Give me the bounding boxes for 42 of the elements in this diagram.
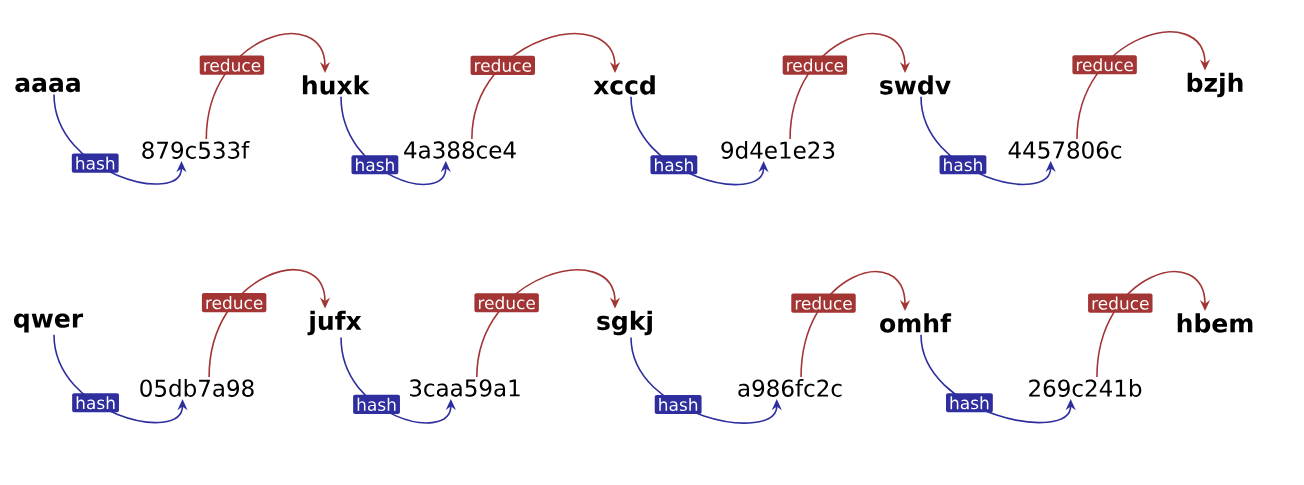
plaintext-word: xccd [593, 75, 655, 95]
edge-label: reduce [199, 55, 265, 75]
edge-label: hash [353, 394, 400, 414]
hash-value: a986fc2c [738, 379, 842, 397]
plaintext-word: aaaa [15, 77, 80, 93]
hash-value: 879c533f [142, 141, 250, 159]
hash-value: 4457806c [1008, 141, 1122, 159]
edge-label: reduce [474, 293, 539, 313]
curved-arrow [471, 32, 621, 140]
hash-value: 05db7a98 [140, 379, 254, 397]
curved-arrow [476, 269, 621, 378]
edge-label: hash [939, 155, 987, 175]
plaintext-word: hbem [1177, 313, 1253, 333]
edge-label: reduce [1072, 55, 1137, 75]
edge-label: hash [71, 153, 119, 173]
edge-label: hash [650, 155, 698, 175]
edge-label: reduce [201, 293, 267, 313]
curved-arrow [800, 270, 911, 378]
curved-arrow [205, 32, 331, 140]
curved-arrow [789, 32, 911, 140]
plaintext-word: swdv [880, 75, 951, 95]
curved-arrow [1076, 31, 1211, 140]
edge-label: reduce [782, 55, 848, 75]
edge-label: hash [946, 393, 993, 413]
edge-label: hash [654, 394, 702, 415]
curved-arrow [1096, 270, 1211, 378]
edge-label: hash [351, 155, 399, 175]
curved-arrow [208, 269, 331, 378]
hash-value: 4a388ce4 [404, 141, 516, 159]
plaintext-word: bzjh [1187, 72, 1243, 98]
edge-label: reduce [470, 55, 535, 75]
plaintext-word: sgkj [597, 310, 652, 336]
hash-value: 3caa59a1 [410, 379, 520, 397]
plaintext-word: jufx [307, 310, 362, 336]
hash-value: 269c241b [1029, 379, 1142, 397]
plaintext-word: huxk [302, 75, 370, 95]
plaintext-word: omhf [880, 313, 952, 333]
hash-value: 9d4e1e23 [721, 141, 835, 159]
edge-label: reduce [1088, 293, 1153, 313]
plaintext-word: qwer [14, 313, 84, 333]
edge-label: reduce [791, 293, 856, 313]
edge-label: hash [72, 393, 119, 413]
